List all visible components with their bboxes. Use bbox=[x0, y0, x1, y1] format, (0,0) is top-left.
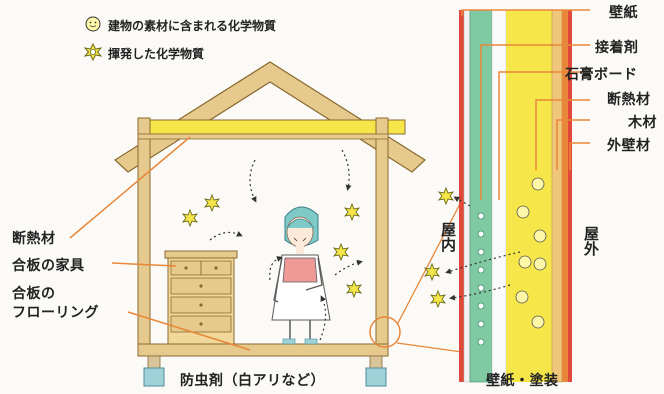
label-leader-lines bbox=[69, 136, 251, 351]
person-figure bbox=[271, 206, 331, 345]
legend-volatile-chemicals: 揮発した化学物質 bbox=[108, 47, 205, 61]
label-plywood-furniture: 合板の家具 bbox=[12, 258, 85, 274]
furniture-dresser bbox=[164, 250, 238, 345]
label-plywood-flooring-line2: フローリング bbox=[12, 305, 99, 321]
star-chemical-icon bbox=[83, 42, 103, 62]
material-chemical-dots-green bbox=[477, 212, 485, 346]
magnifier-callout bbox=[369, 199, 463, 353]
wall-side-inside: 屋内 bbox=[439, 222, 457, 252]
wall-layer-label-insulation: 断熱材 bbox=[607, 92, 651, 108]
emission-arrows bbox=[209, 149, 363, 341]
wall-layer-label-adhesive: 接着剤 bbox=[595, 40, 639, 56]
material-chemical-dots-insulation bbox=[515, 177, 547, 329]
label-insulation: 断熱材 bbox=[12, 231, 56, 247]
wall-emission-stars bbox=[423, 186, 455, 309]
wall-layer-label-gypsum-board: 石膏ボード bbox=[565, 67, 638, 83]
wall-layer-label-exterior: 外壁材 bbox=[607, 138, 651, 154]
smiley-dot-icon bbox=[85, 16, 101, 32]
label-termite-repellent: 防虫剤（白アリなど） bbox=[180, 373, 325, 389]
wall-layer-label-wallpaper: 壁紙 bbox=[609, 5, 638, 21]
wall-layer-label-wood: 木材 bbox=[628, 115, 657, 131]
wall-layer-leaders bbox=[461, 9, 590, 200]
volatile-chemical-stars bbox=[181, 193, 363, 299]
house-frame bbox=[137, 117, 389, 387]
legend-material-chemicals: 建物の素材に含まれる化学物質 bbox=[108, 19, 277, 33]
wall-side-outside: 屋外 bbox=[582, 226, 600, 256]
label-wallpaper-paint: 壁紙・塗装 bbox=[486, 373, 559, 389]
label-plywood-flooring-line1: 合板の bbox=[12, 286, 56, 302]
wall-emission-arrows bbox=[445, 196, 521, 301]
